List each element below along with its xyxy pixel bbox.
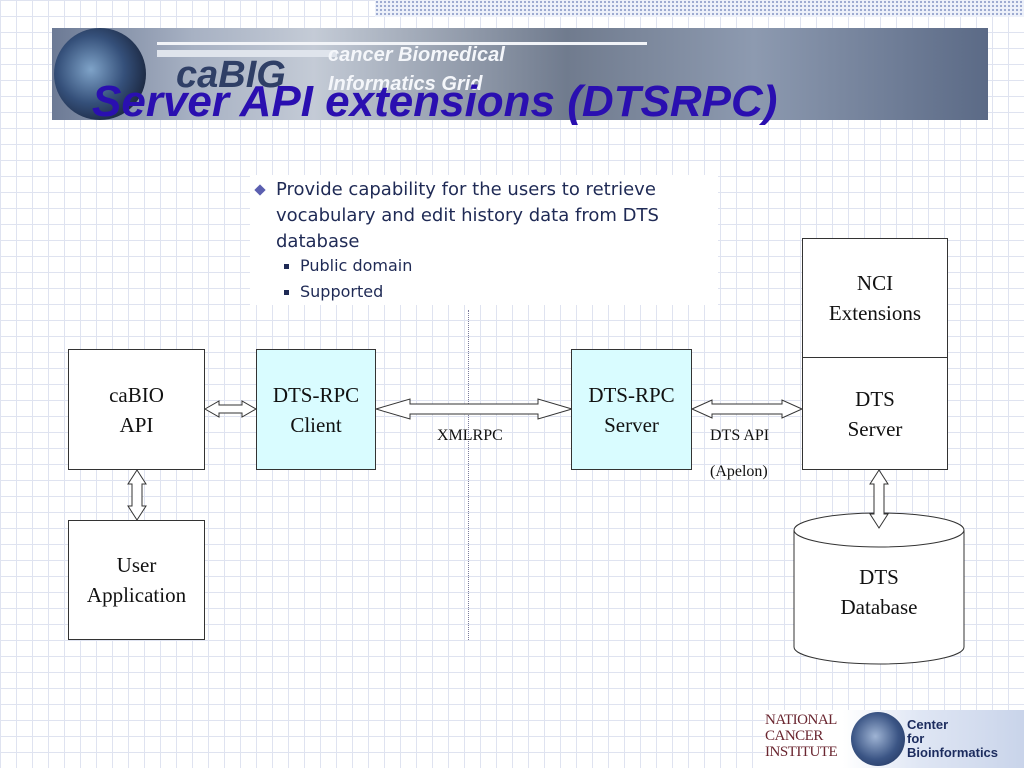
xmlrpc-arrow xyxy=(374,398,574,420)
dts-rpc-server-line2: Server xyxy=(604,412,659,437)
nci-extensions-line1: NCI xyxy=(856,271,894,295)
dts-rpc-client-box: DTS-RPC Client xyxy=(256,349,376,470)
banner-tagline-line2: Informatics Grid xyxy=(328,73,483,95)
bullet-text: Provide capability for the users to retr… xyxy=(276,179,659,252)
dts-rpc-client-line2: Client xyxy=(290,412,342,437)
xmlrpc-label: XMLRPC xyxy=(437,427,503,444)
dts-server-line1: DTS xyxy=(855,386,895,411)
square-bullet-icon xyxy=(284,264,289,269)
dts-database-label: DTS Database xyxy=(794,562,964,622)
square-bullet-icon xyxy=(284,290,289,295)
cabio-client-arrow xyxy=(203,400,258,418)
cb-logo-line1: Center xyxy=(907,717,949,732)
server-database-arrow xyxy=(869,469,889,529)
dts-rpc-server-line1: DTS-RPC xyxy=(588,382,675,407)
client-server-divider xyxy=(468,310,469,640)
top-dot-band xyxy=(375,0,1024,17)
cb-logo-line2: for xyxy=(907,731,925,746)
sub-bullet-item: Supported xyxy=(284,281,383,303)
nci-logo-line2: CANCER xyxy=(765,728,823,744)
footer-logos: NATIONAL CANCER INSTITUTE Center for Bio… xyxy=(765,710,1024,768)
nci-logo-line1: NATIONAL xyxy=(765,712,837,728)
cabig-logo: caBIG xyxy=(176,54,286,96)
dts-database-line1: DTS xyxy=(859,565,899,589)
dts-database-line2: Database xyxy=(840,595,918,619)
bioinformatics-globe-icon xyxy=(851,712,905,766)
cabig-banner: caBIG cancer Biomedical Informatics Grid xyxy=(52,28,988,120)
dts-rpc-server-box: DTS-RPC Server xyxy=(571,349,692,470)
cabio-api-box: caBIO API xyxy=(68,349,205,470)
banner-stripe xyxy=(157,42,647,45)
bullet-item: Provide capability for the users to retr… xyxy=(254,177,711,255)
user-application-box: User Application xyxy=(68,520,205,640)
dts-rpc-client-line1: DTS-RPC xyxy=(272,382,360,407)
cb-logo-line3: Bioinformatics xyxy=(907,745,999,760)
dts-api-label: DTS API xyxy=(710,427,770,444)
sub-bullet-item: Public domain xyxy=(284,255,412,277)
dts-server-box: DTS Server xyxy=(802,357,948,470)
nci-extensions-box: NCI Extensions xyxy=(802,238,948,358)
slide-title: Server API extensions (DTSRPC) xyxy=(92,77,778,126)
banner-tagline-line1: cancer Biomedical xyxy=(328,44,505,66)
cabio-user-arrow xyxy=(127,469,147,521)
cabio-api-line2: API xyxy=(119,412,154,437)
nci-logo-line3: INSTITUTE xyxy=(765,744,838,760)
cabio-api-line1: caBIO xyxy=(109,382,164,407)
dts-database-cylinder xyxy=(793,530,965,665)
bullet-list: Provide capability for the users to retr… xyxy=(250,175,718,305)
sub-bullet-text: Public domain xyxy=(300,256,413,275)
banner-stripe xyxy=(157,50,337,57)
nci-logo: NATIONAL CANCER INSTITUTE xyxy=(765,712,849,760)
user-application-line1: User xyxy=(116,553,157,577)
nci-extensions-line2: Extensions xyxy=(828,301,922,325)
dts-api-arrow xyxy=(690,399,804,419)
globe-icon xyxy=(54,28,146,120)
dts-server-line2: Server xyxy=(847,416,903,441)
center-for-bioinformatics-logo: Center for Bioinformatics xyxy=(907,718,998,760)
user-application-line2: Application xyxy=(86,583,187,607)
apelon-label: (Apelon) xyxy=(710,463,768,480)
sub-bullet-text: Supported xyxy=(300,282,384,301)
